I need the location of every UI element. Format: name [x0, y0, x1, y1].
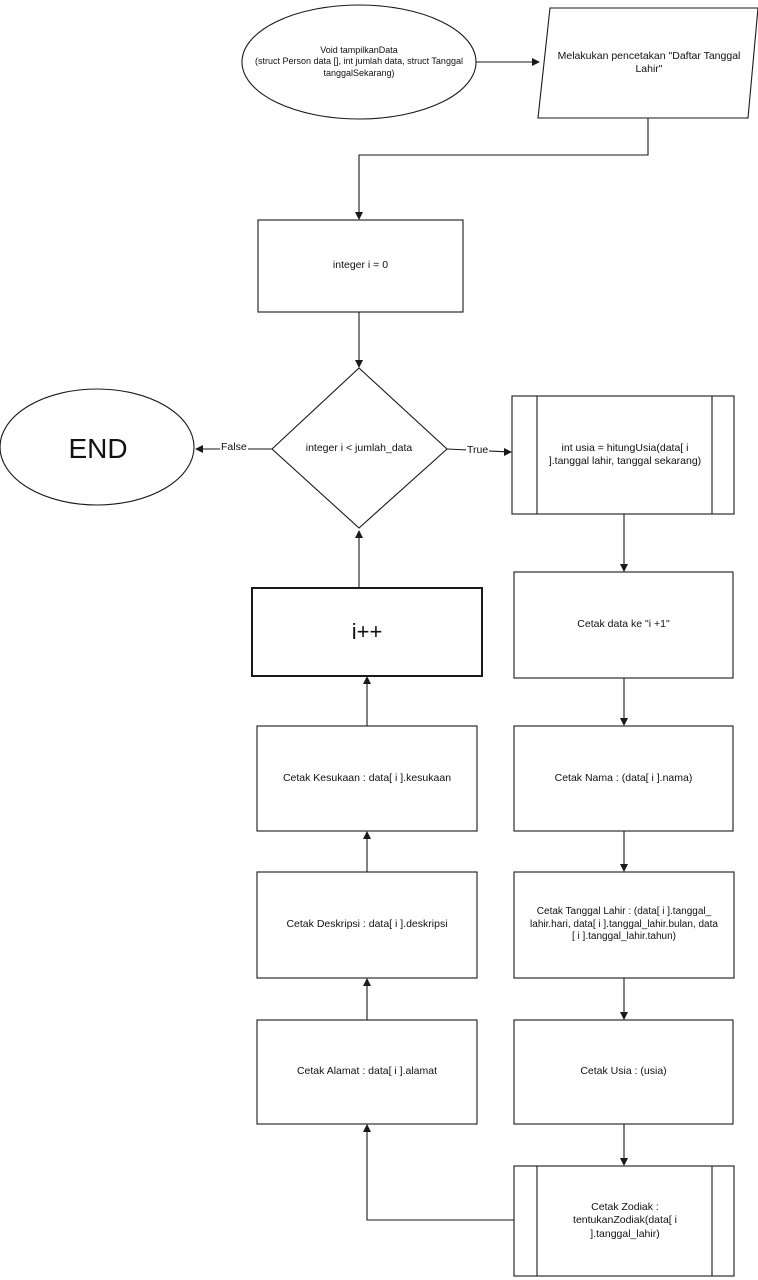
edge-zodiac-to-address — [366, 1126, 514, 1221]
print-desc-label: Cetak Deskripsi : data[ i ].deskripsi — [286, 918, 448, 931]
decision-label: integer i < jumlah_data — [305, 442, 413, 455]
arrowhead-decision-loop — [355, 530, 363, 538]
print-address-process-shape — [256, 1019, 478, 1125]
print-birth-label: Cetak Tanggal Lahir : (data[ i ].tanggal… — [530, 906, 718, 943]
init-process-shape — [257, 219, 464, 313]
decision-diamond — [271, 367, 448, 529]
arrowhead-increment — [363, 676, 371, 684]
print-hobby-process-shape — [256, 725, 478, 832]
print-zodiac-label: Cetak Zodiak : tentukanZodiak(data[ i ].… — [573, 1201, 677, 1240]
print-name-process-shape — [513, 725, 734, 832]
end-terminator-shape — [0, 388, 195, 506]
print-zodiac-subprocess-shape — [513, 1165, 735, 1277]
arrowhead-calc-age — [504, 448, 512, 456]
init-label: integer i = 0 — [332, 259, 389, 272]
print-desc-process-shape — [256, 871, 478, 979]
calc-age-subprocess-shape — [511, 395, 735, 515]
print-age-label: Cetak Usia : (usia) — [580, 1065, 667, 1078]
print-index-process-shape — [513, 571, 734, 679]
arrowhead-name — [620, 718, 628, 726]
arrowhead-index — [620, 564, 628, 572]
arrowhead-age — [620, 1012, 628, 1020]
false-edge-label: False — [220, 441, 248, 453]
arrowhead-zodiac — [620, 1158, 628, 1166]
arrowhead-end — [195, 445, 203, 453]
arrowhead-desc — [363, 978, 371, 986]
increment-label: i++ — [351, 619, 383, 645]
print-header-parallelogram — [537, 7, 758, 119]
arrowhead-decision — [355, 360, 363, 368]
arrowhead-birth — [620, 864, 628, 872]
print-hobby-label: Cetak Kesukaan : data[ i ].kesukaan — [282, 771, 452, 784]
print-header-label: Melakukan pencetakan "Daftar Tanggal Lah… — [557, 49, 741, 75]
print-age-process-shape — [513, 1019, 734, 1125]
arrowhead-init — [355, 212, 363, 220]
true-edge-label: True — [466, 444, 490, 456]
arrowhead-hobby — [363, 831, 371, 839]
print-address-label: Cetak Alamat : data[ i ].alamat — [296, 1065, 438, 1078]
print-index-label: Cetak data ke "i +1" — [577, 618, 670, 631]
edge-header-to-init — [358, 118, 649, 218]
arrowhead-header — [532, 58, 540, 66]
increment-process-shape — [251, 587, 483, 677]
end-label: END — [68, 432, 128, 464]
arrowhead-address — [363, 1124, 371, 1132]
print-birth-process-shape — [513, 871, 735, 979]
print-name-label: Cetak Nama : (data[ i ].nama) — [554, 771, 693, 784]
calc-age-label: int usia = hitungUsia(data[ i ].tanggal … — [548, 441, 702, 467]
start-label: Void tampilkanData (struct Person data [… — [255, 45, 463, 78]
